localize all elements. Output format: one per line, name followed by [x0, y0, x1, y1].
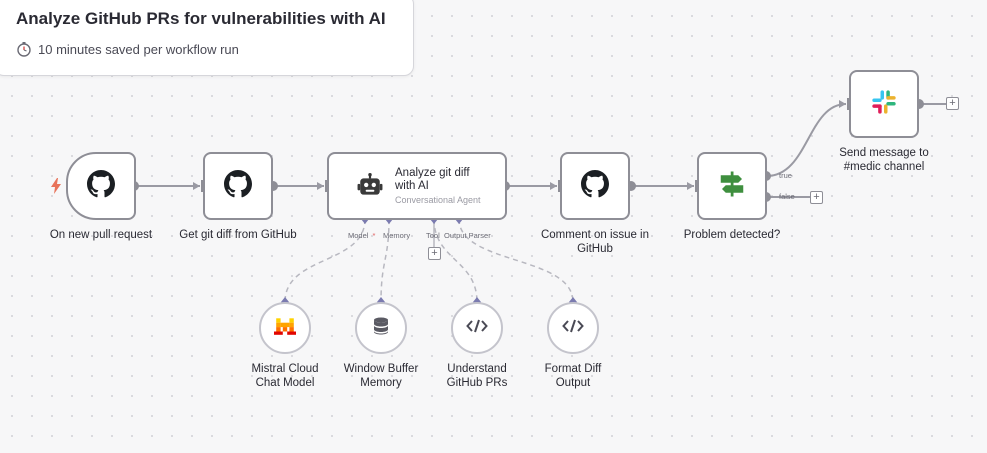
code-icon: [562, 318, 584, 339]
agent-title-line1: Analyze git diff: [395, 167, 470, 179]
node-label-trigger: On new pull request: [49, 229, 153, 241]
github-icon: [581, 169, 609, 203]
node-label-memory: Window Buffer Memory: [321, 362, 441, 390]
stopwatch-icon: [16, 41, 32, 57]
node-label-memory-line1: Window Buffer: [343, 363, 419, 375]
node-label-slack-line2: #medic channel: [843, 161, 925, 173]
workflow-title: Analyze GitHub PRs for vulnerabilities w…: [16, 9, 386, 28]
port-label-model: Model *: [348, 231, 375, 240]
node-label-mistral: Mistral Cloud Chat Model: [225, 362, 345, 390]
port-model-required: *: [372, 231, 376, 240]
node-analyze-git-diff-agent[interactable]: Analyze git diff with AI Conversational …: [327, 152, 507, 220]
port-label-tool: Tool: [426, 231, 440, 240]
node-label-format-line2: Output: [555, 377, 591, 389]
agent-text: Analyze git diff with AI Conversational …: [395, 167, 481, 205]
node-get-git-diff[interactable]: [203, 152, 273, 220]
port-label-output-parser: Output Parser: [444, 231, 491, 240]
node-label-comment: Comment on issue in GitHub: [525, 228, 665, 256]
add-after-slack-plus-button[interactable]: +: [946, 97, 959, 110]
node-label-comment-line2: GitHub: [577, 243, 613, 255]
github-icon: [224, 169, 252, 203]
node-problem-detected[interactable]: [697, 152, 767, 220]
arrowhead: [839, 100, 846, 108]
node-label-memory-line2: Memory: [360, 377, 402, 389]
node-understand-github-prs[interactable]: [451, 302, 503, 354]
node-window-buffer-memory[interactable]: [355, 302, 407, 354]
agent-title-line2: with AI: [395, 180, 429, 192]
node-label-slack: Send message to #medic channel: [824, 146, 944, 174]
node-on-new-pull-request[interactable]: [66, 152, 136, 220]
node-label-comment-line1: Comment on issue in: [540, 229, 650, 241]
node-label-mistral-line1: Mistral Cloud: [251, 363, 319, 375]
node-label-slack-line1: Send message to: [839, 147, 929, 159]
robot-icon: [357, 173, 383, 199]
branch-label-true: true: [779, 171, 792, 180]
database-icon: [371, 316, 391, 341]
arrowhead: [317, 182, 324, 190]
node-label-understand-line1: Understand: [447, 363, 507, 375]
add-tool-plus-button[interactable]: +: [428, 247, 441, 260]
arrowhead: [687, 182, 694, 190]
lightning-icon: [50, 178, 62, 199]
node-send-message-slack[interactable]: [849, 70, 919, 138]
workflow-subtitle: 10 minutes saved per workflow run: [38, 41, 239, 57]
port-model-text: Model: [348, 231, 369, 240]
port-label-memory: Memory: [383, 231, 411, 240]
node-format-diff-output[interactable]: [547, 302, 599, 354]
agent-subtitle: Conversational Agent: [395, 195, 481, 205]
node-label-format-line1: Format Diff: [544, 363, 602, 375]
add-false-branch-plus-button[interactable]: +: [810, 191, 823, 204]
branch-label-false: false: [779, 192, 795, 201]
workflow-header-card: Analyze GitHub PRs for vulnerabilities w…: [0, 0, 414, 76]
node-label-understand: Understand GitHub PRs: [417, 362, 537, 390]
signpost-icon: [717, 169, 747, 204]
mistral-icon: [274, 315, 296, 342]
workflow-time-saved: 10 minutes saved per workflow run: [16, 41, 239, 57]
node-label-get-diff: Get git diff from GitHub: [179, 229, 297, 241]
code-icon: [466, 318, 488, 339]
github-icon: [87, 169, 115, 203]
slack-icon: [870, 88, 898, 121]
node-comment-on-issue[interactable]: [560, 152, 630, 220]
arrowhead: [193, 182, 200, 190]
node-mistral-cloud-chat-model[interactable]: [259, 302, 311, 354]
node-label-problem: Problem detected?: [683, 229, 781, 241]
node-label-mistral-line2: Chat Model: [255, 377, 315, 389]
node-label-understand-line2: GitHub PRs: [446, 377, 508, 389]
node-label-format: Format Diff Output: [513, 362, 633, 390]
arrowhead: [550, 182, 557, 190]
